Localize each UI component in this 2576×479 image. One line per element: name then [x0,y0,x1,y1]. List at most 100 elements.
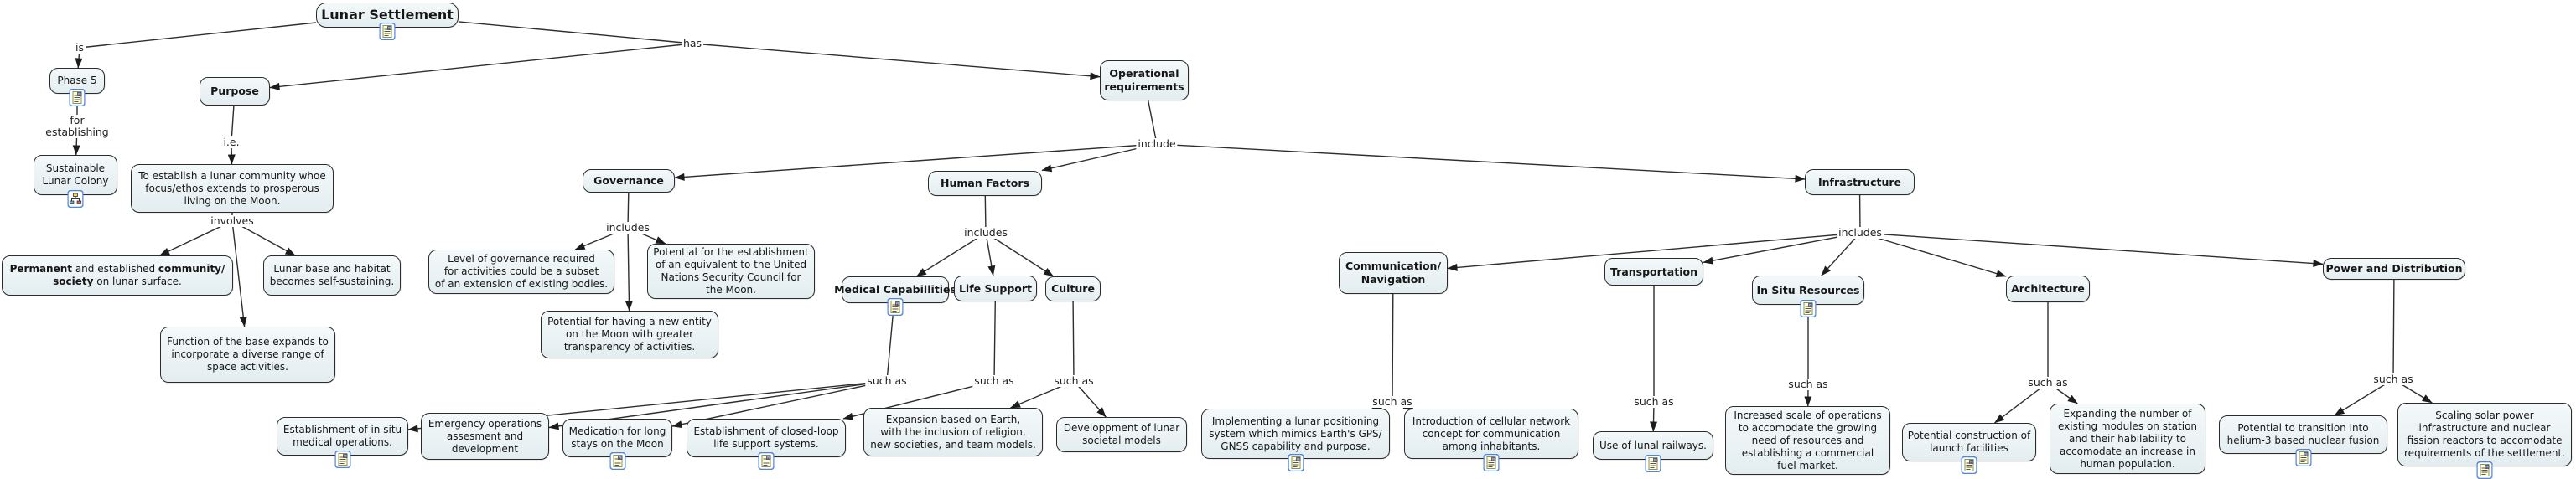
linking-phrase-is[interactable]: is [74,41,86,54]
concept-node-power-and-distribution[interactable]: Power and Distribution [2323,258,2465,280]
resource-icon[interactable] [1800,299,1817,318]
concept-node-governance-subset[interactable]: Level of governance required for activit… [428,250,614,294]
concept-node-lunar-base-self-sustaining[interactable]: Lunar base and habitat becomes self-sust… [263,255,401,296]
concept-node-lunal-railways[interactable]: Use of lunal railways. [1593,431,1713,473]
node-text: Permanent and established community/ soc… [9,263,225,287]
concept-node-expanding-modules[interactable]: Expanding the number of existing modules… [2050,404,2205,474]
concept-node-operational-requirements[interactable]: Operational requirements [1100,60,1189,100]
concept-node-purpose-statement[interactable]: To establish a lunar community whoe focu… [131,164,334,213]
resource-icon[interactable] [334,450,351,469]
connector-operational-requirements-to-label [1148,100,1158,145]
connectors-group [72,21,2433,433]
node-text: Potential to transition into helium-3 ba… [2226,422,2380,446]
linking-phrase-includes-human-factors[interactable]: includes [962,226,1009,239]
resource-icon[interactable] [69,88,86,107]
concept-node-culture[interactable]: Culture [1045,276,1101,301]
resource-icon[interactable] [758,451,775,471]
concept-node-communication-navigation[interactable]: Communication/ Navigation [1339,252,1448,294]
resource-icon[interactable] [609,451,626,471]
linking-phrase-for-establishing[interactable]: for establishing [44,114,111,138]
connector-includes-infrastructure-in-situ-resources [1821,232,1861,276]
linking-phrase-such-as-culture[interactable]: such as [1052,374,1096,387]
concept-node-architecture[interactable]: Architecture [2006,276,2090,302]
linking-phrase-such-as-transportation[interactable]: such as [1632,395,1676,408]
node-text: Medication for long stays on the Moon [568,425,666,450]
node-text: Life Support [958,281,1033,295]
node-text: Expanding the number of existing modules… [2057,407,2198,470]
linking-phrase-includes-infrastructure[interactable]: includes [1837,226,1884,239]
connector-has-operational-requirements [692,43,1101,80]
resource-icon[interactable] [2476,461,2493,479]
connector-communication-navigation-to-label [1392,293,1394,403]
linking-phrase-include[interactable]: include [1136,137,1178,150]
concept-node-helium-3-fusion[interactable]: Potential to transition into helium-3 ba… [2219,415,2387,467]
concept-node-sustainable-lunar-colony[interactable]: Sustainable Lunar Colony [34,155,117,209]
node-text: Sustainable Lunar Colony [42,162,109,187]
concept-node-closed-loop-life-support[interactable]: Establishment of closed-loop life suppor… [687,419,846,471]
linking-phrase-such-as-life-support[interactable]: such as [972,374,1016,387]
concept-node-medical-capabilities[interactable]: Medical Capabillities [834,276,956,317]
node-text: Operational requirements [1104,67,1184,93]
node-text: In Situ Resources [1756,283,1860,296]
concept-node-lunar-societal-models[interactable]: Developpment of lunar societal models [1056,417,1187,452]
resource-icon[interactable] [887,297,904,317]
concept-node-increased-scale-operations[interactable]: Increased scale of operations to accomod… [1725,406,1890,475]
concept-node-in-situ-resources[interactable]: In Situ Resources [1752,276,1864,318]
linking-phrase-such-as-in-situ[interactable]: such as [1786,378,1830,390]
node-text: Emergency operations assesment and devel… [428,417,542,455]
node-text: Communication/ Navigation [1345,260,1442,286]
connector-purpose-to-label [231,105,235,143]
linking-phrase-has[interactable]: has [681,37,704,49]
node-text: Human Factors [941,177,1029,190]
linking-phrase-such-as-communication[interactable]: such as [1371,395,1414,408]
concept-node-purpose[interactable]: Purpose [200,77,270,106]
resource-icon[interactable] [1961,456,1977,475]
resource-icon[interactable] [1287,453,1304,472]
concept-node-function-expands[interactable]: Function of the base expands to incorpor… [160,327,335,383]
resource-icon[interactable] [379,22,396,41]
concept-node-expansion-based-on-earth[interactable]: Expansion based on Earth, with the inclu… [863,408,1043,456]
node-text: Governance [593,174,664,188]
linking-phrase-such-as-architecture[interactable]: such as [2026,376,2070,389]
concept-node-transportation[interactable]: Transportation [1604,258,1703,286]
linking-phrase-involves[interactable]: involves [209,214,256,227]
concept-node-governance-new-entity[interactable]: Potential for having a new entity on the… [541,311,718,358]
concept-node-scaling-solar-power[interactable]: Scaling solar power infrastructure and n… [2397,403,2572,479]
node-text: Infrastructure [1818,175,1901,188]
concept-node-medication-long-stays[interactable]: Medication for long stays on the Moon [562,419,672,471]
concept-node-emergency-operations[interactable]: Emergency operations assesment and devel… [421,413,549,460]
connector-power-and-distribution-to-label [2392,279,2395,380]
node-text: Purpose [210,85,259,98]
concept-node-life-support[interactable]: Life Support [954,276,1037,301]
linking-phrase-such-as-medical[interactable]: such as [865,374,909,387]
connector-lunar-settlement-to-label [458,21,693,44]
concept-node-infrastructure[interactable]: Infrastructure [1805,169,1915,195]
node-text: Lunar base and habitat becomes self-sust… [269,263,395,287]
concept-node-lunar-positioning-system[interactable]: Implementing a lunar positioning system … [1201,409,1390,472]
connector-include-infrastructure [1156,143,1806,183]
connector-lunar-settlement-to-label [79,22,317,49]
concept-node-cellular-network[interactable]: Introduction of cellular network concept… [1404,409,1578,472]
node-text: Transportation [1610,265,1697,278]
concept-node-governance[interactable]: Governance [583,169,675,193]
concept-node-lunar-settlement[interactable]: Lunar Settlement [316,3,459,41]
concept-map-icon[interactable] [67,189,84,209]
concept-node-permanent-community[interactable]: Permanent and established community/ soc… [2,255,233,296]
resource-icon[interactable] [1645,454,1661,473]
connector-such-as-architecture-launch-facilities [1994,382,2049,424]
linking-phrase-ie[interactable]: i.e. [221,136,241,148]
connector-involves-function-expands [231,220,247,327]
node-text: Function of the base expands to incorpor… [167,336,329,373]
concept-node-human-factors[interactable]: Human Factors [928,171,1042,196]
concept-node-phase-5[interactable]: Phase 5 [49,68,105,107]
linking-phrase-such-as-power[interactable]: such as [2371,373,2415,385]
resource-icon[interactable] [1483,453,1500,472]
concept-node-governance-un-council[interactable]: Potential for the establishment of an eq… [647,244,815,299]
node-text: Developpment of lunar societal models [1063,422,1180,446]
concept-node-in-situ-medical[interactable]: Establishment of in situ medical operati… [277,417,408,469]
concept-node-launch-facilities[interactable]: Potential construction of launch facilit… [1902,423,2036,475]
linking-phrase-includes-governance[interactable]: includes [604,221,651,234]
node-text: Scaling solar power infrastructure and n… [2404,409,2565,459]
resource-icon[interactable] [2294,448,2312,467]
